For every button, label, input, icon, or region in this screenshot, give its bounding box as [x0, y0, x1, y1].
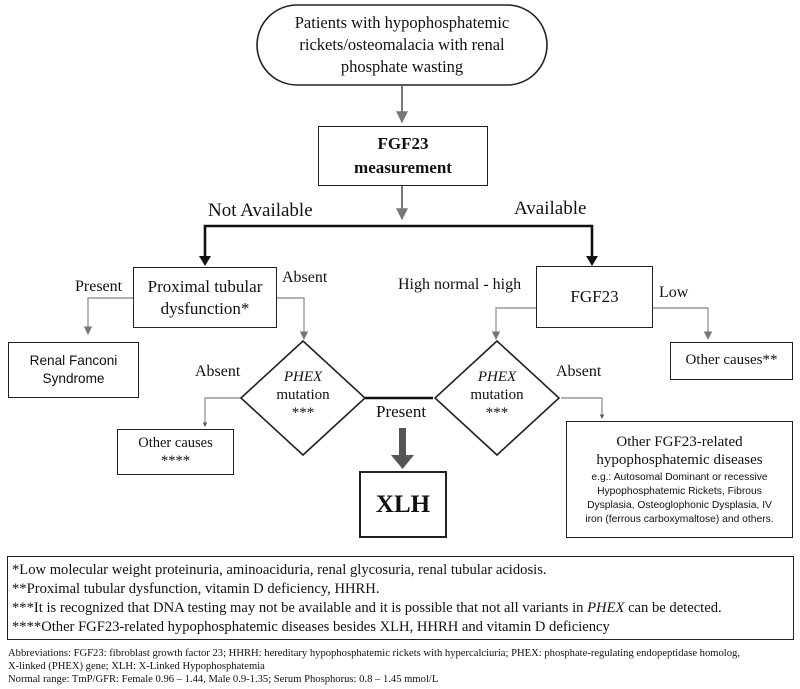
- label-phex-left-absent: Absent: [195, 363, 241, 380]
- phex-left-gene: PHEX: [283, 369, 323, 385]
- phex-right-mutation: mutation: [470, 387, 524, 403]
- arrow-fgf23-low: [653, 307, 713, 340]
- fgf23-measurement-line-1: FGF23: [377, 134, 429, 153]
- other-fgf23-title-2: hypophosphatemic diseases: [596, 451, 763, 468]
- other-causes-left-box: Other causes ****: [117, 429, 234, 475]
- phex-left-stars: ***: [291, 405, 315, 421]
- other-fgf23-box: Other FGF23-related hypophosphatemic dis…: [566, 421, 793, 538]
- phex-right-gene: PHEX: [477, 369, 517, 385]
- label-available: Available: [514, 198, 587, 219]
- phex-left-text: PHEX mutation ***: [253, 368, 353, 422]
- proximal-line-1: Proximal tubular: [147, 276, 263, 296]
- label-not-available: Not Available: [208, 200, 313, 221]
- phex-left-diamond: [239, 339, 367, 457]
- abbreviations-line-2: X-linked (PHEX) gene; XLH: X-Linked Hypo…: [8, 661, 265, 672]
- note-2: **Proximal tubular dysfunction, vitamin …: [12, 581, 380, 597]
- xlh-label: XLH: [375, 490, 431, 518]
- note-3-gene: PHEX: [587, 600, 625, 616]
- note-1: *Low molecular weight proteinuria, amino…: [12, 562, 547, 578]
- proximal-line-2: dysfunction*: [160, 298, 250, 318]
- xlh-box: XLH: [359, 471, 447, 538]
- arrow-phex-left-absent: [202, 397, 241, 427]
- start-line-2: rickets/osteomalacia with renal: [299, 35, 505, 54]
- renal-fanconi-line-2: Syndrome: [42, 371, 105, 386]
- arrow-fgf23-high: [491, 307, 536, 340]
- arrow-proximal-absent: [277, 297, 309, 340]
- split-arrowhead-left: [199, 256, 211, 266]
- other-fgf23-title-1: Other FGF23-related: [616, 433, 743, 450]
- other-causes-left-line-2: ****: [161, 453, 190, 469]
- fgf23-level-label: FGF23: [570, 286, 619, 306]
- fgf23-level-box: FGF23: [536, 266, 653, 328]
- present-arrow-shaft: [399, 428, 406, 458]
- note-4: ****Other FGF23-related hypophosphatemic…: [12, 619, 610, 635]
- other-causes-low-box: Other causes**: [670, 342, 793, 380]
- start-line-3: phosphate wasting: [340, 57, 464, 76]
- split-arrowhead-right: [586, 256, 598, 266]
- other-fgf23-example-2: Hypophosphatemic Rickets, Fibrous: [597, 485, 762, 497]
- arrow-proximal-present: [83, 297, 133, 335]
- renal-fanconi-line-1: Renal Fanconi: [29, 353, 118, 368]
- fgf23-measurement-box: FGF23 measurement: [318, 126, 488, 186]
- label-fgf23-low: Low: [659, 284, 689, 301]
- label-proximal-present: Present: [75, 278, 123, 295]
- split-line: [203, 224, 594, 262]
- phex-right-diamond: [433, 339, 561, 457]
- label-fgf23-high: High normal - high: [398, 276, 522, 293]
- start-terminal: Patients with hypophosphatemic rickets/o…: [257, 12, 547, 78]
- other-fgf23-example-1: e.g.: Autosomal Dominant or recessive: [591, 471, 768, 483]
- phex-left-mutation: mutation: [276, 387, 330, 403]
- notes-box: *Low molecular weight proteinuria, amino…: [7, 556, 794, 640]
- renal-fanconi-box: Renal Fanconi Syndrome: [8, 342, 139, 398]
- arrow-phex-right-absent: [561, 397, 605, 419]
- label-phex-present: Present: [376, 402, 427, 421]
- phex-right-text: PHEX mutation ***: [447, 368, 547, 422]
- fgf23-measurement-line-2: measurement: [354, 158, 452, 177]
- phex-right-stars: ***: [485, 405, 509, 421]
- other-fgf23-example-4: iron (ferrous carboxymaltose) and others…: [585, 513, 774, 525]
- start-terminal-shape: [256, 4, 548, 86]
- abbreviations-line-1: Abbreviations: FGF23: fibroblast growth …: [8, 648, 740, 659]
- note-3-part-1: ***It is recognized that DNA testing may…: [12, 600, 588, 616]
- normal-range: Normal range: TmP/GFR: Female 0.96 – 1.4…: [8, 674, 439, 685]
- start-line-1: Patients with hypophosphatemic: [294, 13, 510, 32]
- label-phex-right-absent: Absent: [556, 363, 602, 380]
- present-arrow-head: [391, 455, 414, 469]
- note-3-part-2: can be detected.: [624, 600, 722, 616]
- other-causes-low-label: Other causes**: [685, 352, 778, 369]
- note-3: ***It is recognized that DNA testing may…: [12, 599, 787, 618]
- other-causes-left-line-1: Other causes: [138, 435, 213, 451]
- label-proximal-absent: Absent: [282, 269, 328, 286]
- proximal-tubular-box: Proximal tubular dysfunction*: [133, 267, 277, 328]
- other-fgf23-example-3: Dysplasia, Osteoglophonic Dysplasia, IV: [587, 499, 772, 511]
